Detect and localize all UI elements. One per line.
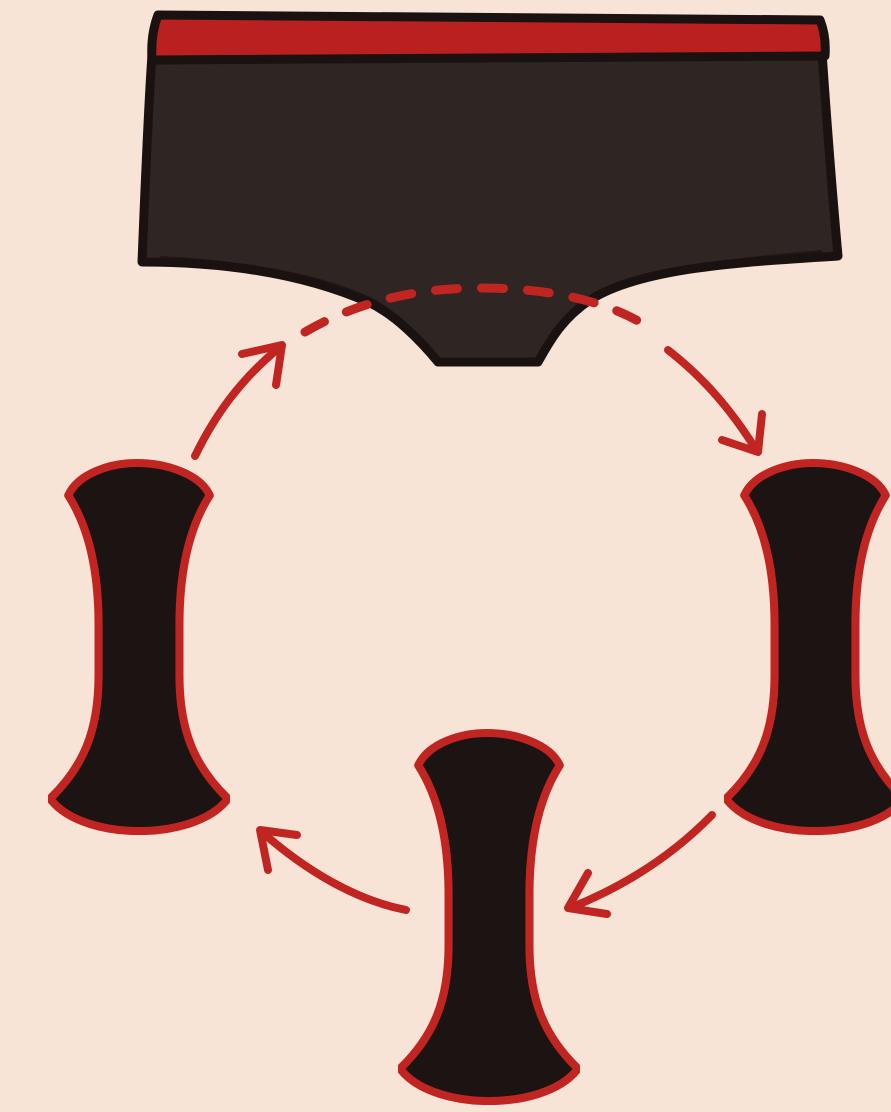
arrow-pad-left-to-underwear bbox=[191, 343, 284, 460]
underwear-waistband bbox=[147, 10, 830, 65]
underwear-body bbox=[137, 47, 843, 367]
arrow-head-pad-bottom bbox=[564, 869, 611, 918]
underwear-leg-seam-right bbox=[544, 250, 823, 351]
arrow-underwear-to-pad-right bbox=[664, 346, 759, 452]
arrow-pad-right-to-pad-bottom bbox=[566, 811, 716, 912]
cycle-dashed-arc bbox=[300, 283, 645, 337]
arrow-head-underwear bbox=[238, 341, 286, 389]
underwear-icon bbox=[137, 10, 843, 367]
arrow-head-pad-left bbox=[256, 826, 301, 874]
arrow-pad-bottom-to-pad-left bbox=[258, 828, 410, 914]
underwear-leg-seam-left bbox=[159, 256, 430, 352]
arrow-head-pad-right bbox=[718, 410, 766, 456]
